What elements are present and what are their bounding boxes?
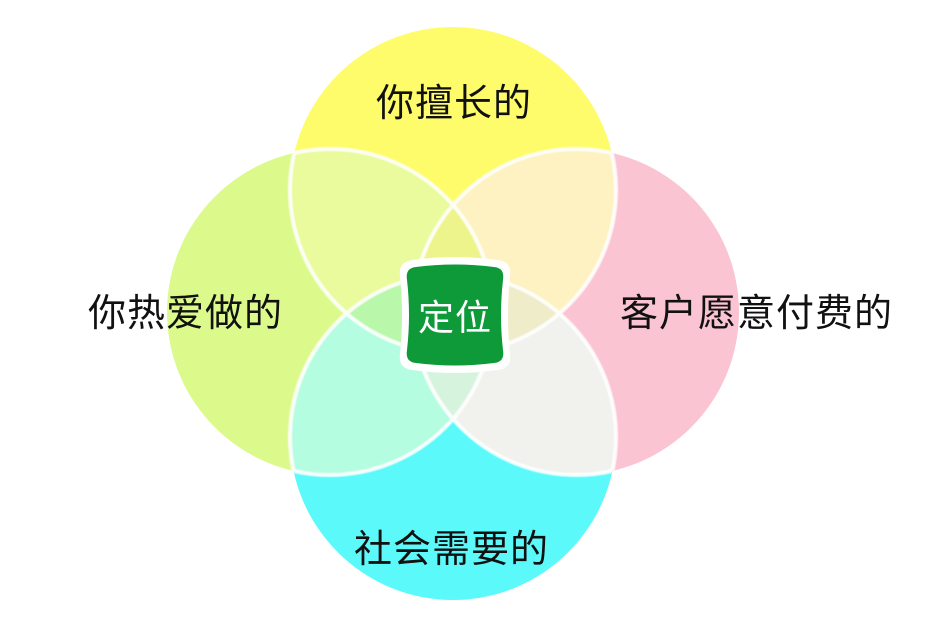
label-what-you-love: 你热爱做的	[88, 291, 284, 335]
label-what-you-are-good-at: 你擅长的	[376, 81, 533, 125]
center-label: 定位	[417, 298, 492, 339]
label-what-society-needs: 社会需要的	[354, 527, 550, 571]
label-what-customers-pay-for: 客户愿意付费的	[620, 291, 894, 335]
center-badge	[406, 264, 504, 366]
